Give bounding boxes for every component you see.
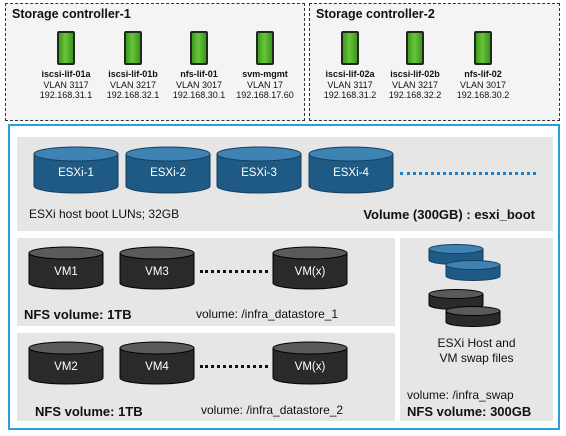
lif-ip: 192.168.31.1	[39, 90, 93, 100]
vmx-icon	[272, 246, 348, 290]
lif-port-icon	[474, 31, 492, 65]
lif-ip: 192.168.30.1	[172, 90, 226, 100]
vm-label: VM2	[54, 361, 78, 373]
vm1-icon	[28, 246, 104, 290]
lif-vlan: VLAN 3117	[43, 79, 89, 90]
vm4-icon	[119, 341, 195, 385]
lif-ip: 192.168.31.2	[323, 90, 377, 100]
vm-label: VM4	[145, 361, 169, 373]
storage-controller-1: Storage controller-1 iscsi-lif-01a VLAN …	[5, 3, 305, 121]
swap-black-disk-2-icon	[445, 306, 501, 327]
lif-name: iscsi-lif-01b	[108, 69, 158, 79]
lif-port-icon	[57, 31, 75, 65]
lif-ip: 192.168.17.60	[236, 90, 294, 100]
vmx-icon	[272, 341, 348, 385]
swap-description-line1: ESXi Host and	[437, 336, 516, 350]
lif-ip: 192.168.32.1	[106, 90, 160, 100]
lif-port-icon	[341, 31, 359, 65]
lun-continuation-dots	[400, 172, 536, 175]
swap-description-line2: VM swap files	[439, 351, 514, 365]
boot-volume-label: Volume (300GB) : esxi_boot	[363, 207, 535, 222]
lif-iscsi-01a: iscsi-lif-01a VLAN 3117 192.168.31.1	[24, 31, 108, 101]
lif-ip: 192.168.32.2	[388, 90, 442, 100]
lif-port-icon	[124, 31, 142, 65]
lun-esxi-3-icon	[216, 146, 302, 194]
lif-port-icon	[190, 31, 208, 65]
swap-volume-size: NFS volume: 300GB	[407, 404, 532, 419]
lif-name: iscsi-lif-02a	[325, 69, 375, 79]
controller-1-title: Storage controller-1	[12, 7, 131, 21]
lif-vlan: VLAN 3217	[109, 79, 157, 90]
lif-vlan: VLAN 3217	[391, 79, 439, 90]
vm2-icon	[28, 341, 104, 385]
lun-label: ESXi-2	[150, 167, 186, 179]
swap-volume-label: volume: /infra_swap	[407, 388, 514, 402]
lif-port-icon	[406, 31, 424, 65]
lif-svm-mgmt: svm-mgmt VLAN 17 192.168.17.60	[223, 31, 307, 101]
vm-label: VM1	[54, 266, 78, 278]
vm3-icon	[119, 246, 195, 290]
lun-esxi-2-icon	[125, 146, 211, 194]
datastore-1-volume: volume: /infra_datastore_1	[196, 307, 339, 321]
datastore-2-volume: volume: /infra_datastore_2	[201, 403, 344, 417]
lif-name: nfs-lif-01	[180, 69, 218, 79]
vm-continuation-dots	[200, 270, 268, 273]
lun-esxi-1-icon	[33, 146, 119, 194]
storage-controller-2: Storage controller-2 iscsi-lif-02a VLAN …	[309, 3, 560, 121]
datastore-2-size: NFS volume: 1TB	[35, 404, 143, 419]
lif-vlan: VLAN 3017	[175, 79, 223, 90]
lif-iscsi-01b: iscsi-lif-01b VLAN 3217 192.168.32.1	[91, 31, 175, 101]
controller-2-title: Storage controller-2	[316, 7, 435, 21]
lif-vlan: VLAN 3117	[327, 79, 373, 90]
datastore-1-size: NFS volume: 1TB	[24, 307, 132, 322]
storage-volumes-frame	[8, 124, 560, 430]
lif-ip: 192.168.30.2	[456, 90, 510, 100]
vm-continuation-dots	[200, 365, 268, 368]
vm-label: VM3	[145, 266, 169, 278]
lif-name: svm-mgmt	[242, 69, 288, 79]
swap-blue-disk-2-icon	[445, 260, 501, 281]
lif-vlan: VLAN 17	[246, 79, 284, 90]
lun-label: ESXi-3	[241, 167, 277, 179]
lif-name: iscsi-lif-02b	[390, 69, 440, 79]
lun-label: ESXi-4	[333, 167, 369, 179]
vm-label: VM(x)	[294, 361, 326, 373]
lif-nfs-01: nfs-lif-01 VLAN 3017 192.168.30.1	[157, 31, 241, 101]
lif-nfs-02: nfs-lif-02 VLAN 3017 192.168.30.2	[441, 31, 525, 101]
boot-lun-caption: ESXi host boot LUNs; 32GB	[29, 207, 180, 221]
lif-name: nfs-lif-02	[464, 69, 502, 79]
lif-name: iscsi-lif-01a	[41, 69, 91, 79]
lun-label: ESXi-1	[58, 167, 94, 179]
vm-label: VM(x)	[294, 266, 326, 278]
lun-esxi-4-icon	[308, 146, 394, 194]
lif-iscsi-02b: iscsi-lif-02b VLAN 3217 192.168.32.2	[373, 31, 457, 101]
lif-iscsi-02a: iscsi-lif-02a VLAN 3117 192.168.31.2	[308, 31, 392, 101]
lif-vlan: VLAN 3017	[459, 79, 507, 90]
lif-port-icon	[256, 31, 274, 65]
